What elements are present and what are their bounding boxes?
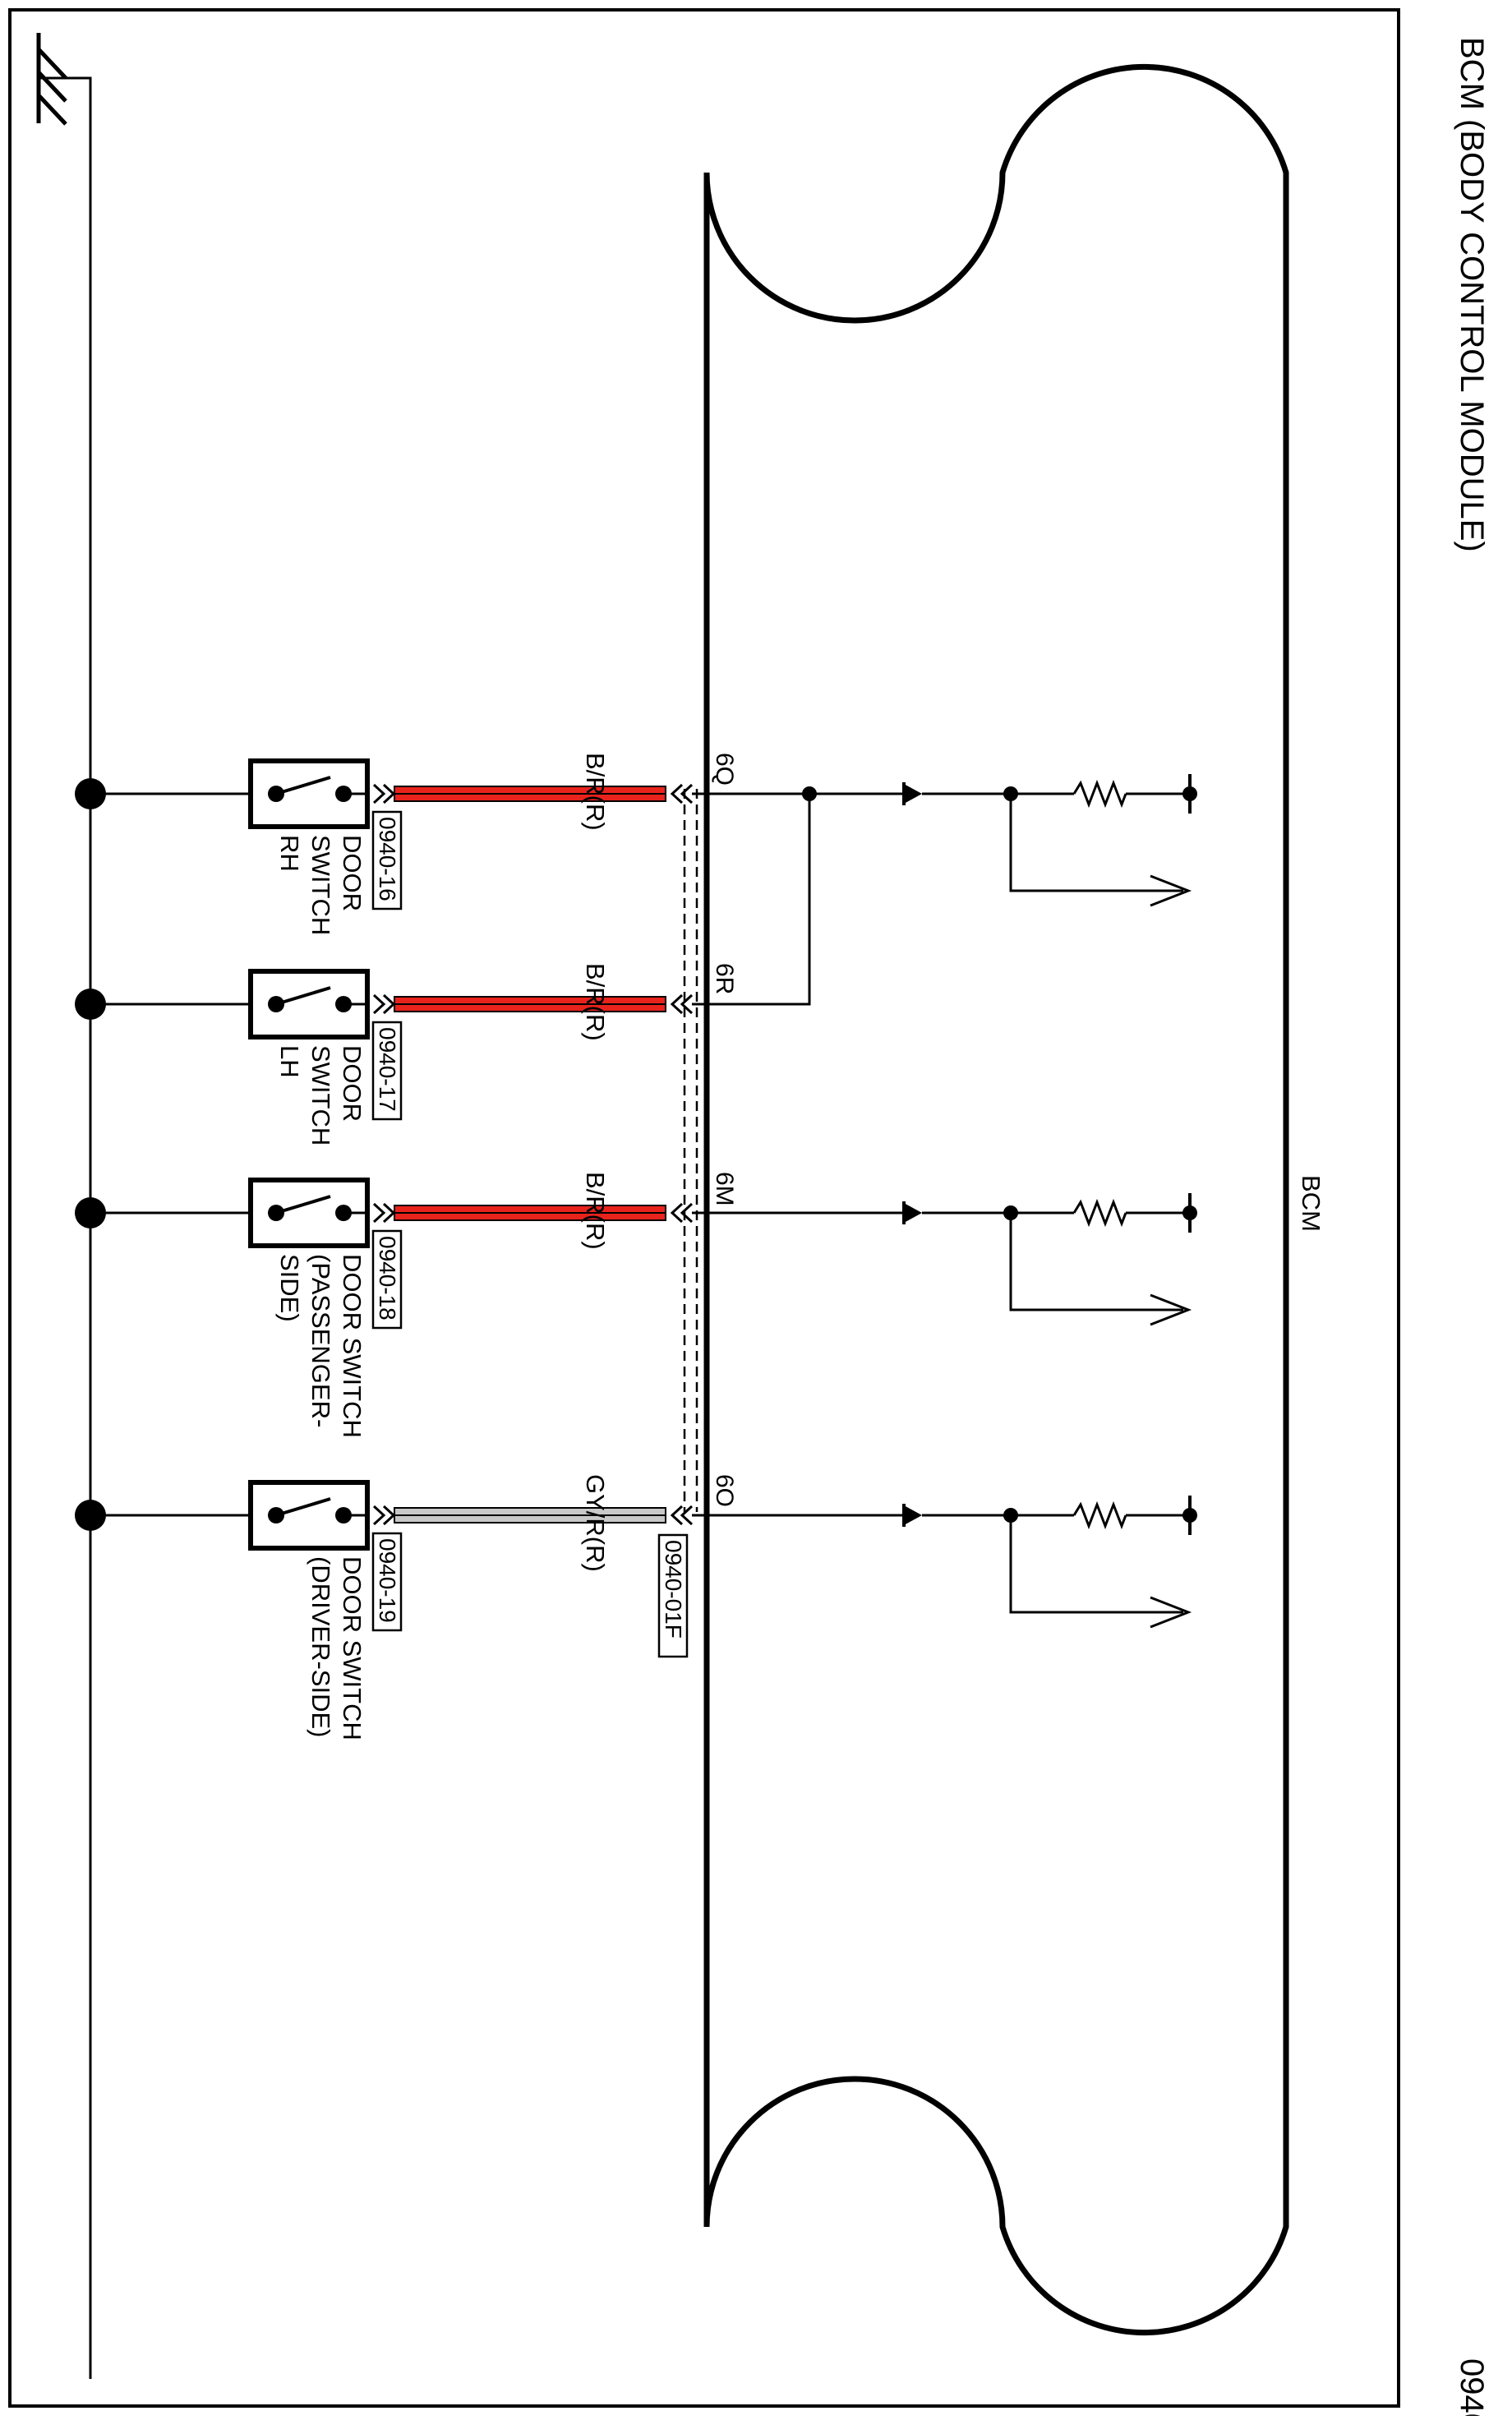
shield-connector-label: 0940-01F [661,1540,686,1639]
wire-color-label-group: GY/R(R) [581,1474,610,1572]
connector-chevron-icon [382,1202,396,1224]
switch-name-line: DOOR [338,1045,366,1122]
connector-chevron-icon [680,993,694,1015]
wire-color-label-group: B/R(R) [581,1172,610,1250]
resistor-icon [1072,1198,1127,1228]
connector-code-box [371,1229,403,1330]
wire-color-label: GY/R(R) [581,1474,610,1572]
switch-name-line: (DRIVER-SIDE) [307,1556,335,1737]
switch-name-line: DOOR SWITCH [338,1556,366,1740]
wire-color-label: B/R(R) [581,1172,610,1250]
connector-code-box [371,810,403,910]
connector-chevron-icon [670,783,684,804]
ground-bus [39,76,92,2379]
connector-code-group: 0940-16 [371,810,403,910]
switch-name-line: LH [275,1045,304,1078]
connector-code-label: 0940-17 [375,1027,400,1112]
diode-icon [904,1203,922,1223]
connector-chevron-icon [680,783,694,804]
pin-label-group: 6M [711,1172,738,1206]
connector-chevron-icon [680,1202,694,1224]
shield-connector-box [657,1533,689,1658]
arrow-right-icon [1150,1293,1192,1326]
connector-chevron-icon [382,993,396,1015]
wire-color-label: B/R(R) [581,753,610,831]
page-frame [8,8,1400,2408]
diode-icon [904,1505,922,1525]
connector-code-group: 0940-17 [371,1021,403,1121]
connector-chevron-icon [670,1202,684,1224]
connector-code-group: 0940-18 [371,1229,403,1330]
connector-chevron-icon [670,1505,684,1526]
switch-blade-icon [275,1497,331,1517]
connector-code-group: 0940-19 [371,1532,403,1632]
connector-chevron-icon [382,783,396,804]
connector-chevron-icon [372,1202,386,1224]
connector-code-label: 0940-16 [375,817,400,901]
connector-code-box [371,1021,403,1121]
switch-name-line: SWITCH [307,835,335,935]
resistor-icon [1072,779,1127,809]
pin-label: 6O [711,1474,738,1507]
bcm-module-outline [703,63,1289,2336]
switch-name-group: DOOR SWITCH(PASSENGER-SIDE) [275,1254,366,1438]
switch-name-line: SWITCH [307,1045,335,1145]
pin-label: 6M [711,1172,738,1206]
signal-line [1009,1515,1183,1614]
connector-code-label: 0940-19 [375,1538,400,1623]
resistor-icon [1072,1500,1127,1530]
pin-label-group: 6R [711,963,738,994]
connector-chevron-icon [372,1505,386,1526]
bcm-label: BCM [1297,1175,1325,1232]
connector-code-label: 0940-18 [375,1236,400,1321]
wire-color-label-group: B/R(R) [581,963,610,1041]
pin-label: 6Q [711,753,738,786]
wire-color-label-group: B/R(R) [581,753,610,831]
pin-label-group: 6Q [711,753,738,786]
arrow-right-icon [1150,1596,1192,1629]
connector-chevron-icon [680,1505,694,1526]
switch-name-line: DOOR SWITCH [338,1254,366,1438]
pin-label: 6R [711,963,738,994]
page-code: 0940-j [1454,2358,1490,2416]
switch-name-line: RH [275,835,304,872]
connector-chevron-icon [670,993,684,1015]
switch-blade-icon [275,1195,331,1215]
switch-name-line: (PASSENGER- [307,1254,335,1427]
switch-blade-icon [275,986,331,1006]
signal-line [1009,1213,1183,1311]
circuit-group: B/R(R)6Q0940-16DOORSWITCHRHB/R(R)6R0940-… [75,753,1197,1740]
wire-color-label: B/R(R) [581,963,610,1041]
switch-blade-icon [275,776,331,795]
diode-icon [904,784,922,804]
signal-line [1009,794,1183,892]
arrow-right-icon [1150,874,1192,907]
connector-chevron-icon [372,783,386,804]
switch-name-line: DOOR [338,835,366,911]
connector-chevron-icon [382,1505,396,1526]
connector-chevron-icon [372,993,386,1015]
switch-name-line: SIDE) [275,1254,304,1322]
connector-code-box [371,1532,403,1632]
switch-name-group: DOOR SWITCH(DRIVER-SIDE) [307,1556,366,1740]
page-title: BCM (BODY CONTROL MODULE) [1454,37,1490,552]
circuit-6m: B/R(R) 6M 0940-18 DOOR SWITCH(PASSENGER-SID… [75,1172,1197,1438]
pin-label-group: 6O [711,1474,738,1507]
circuit-6o: GY/R(R) 6O 0940-19 DOOR SWITCH(DRIVER-SIDE) [75,1474,1197,1740]
